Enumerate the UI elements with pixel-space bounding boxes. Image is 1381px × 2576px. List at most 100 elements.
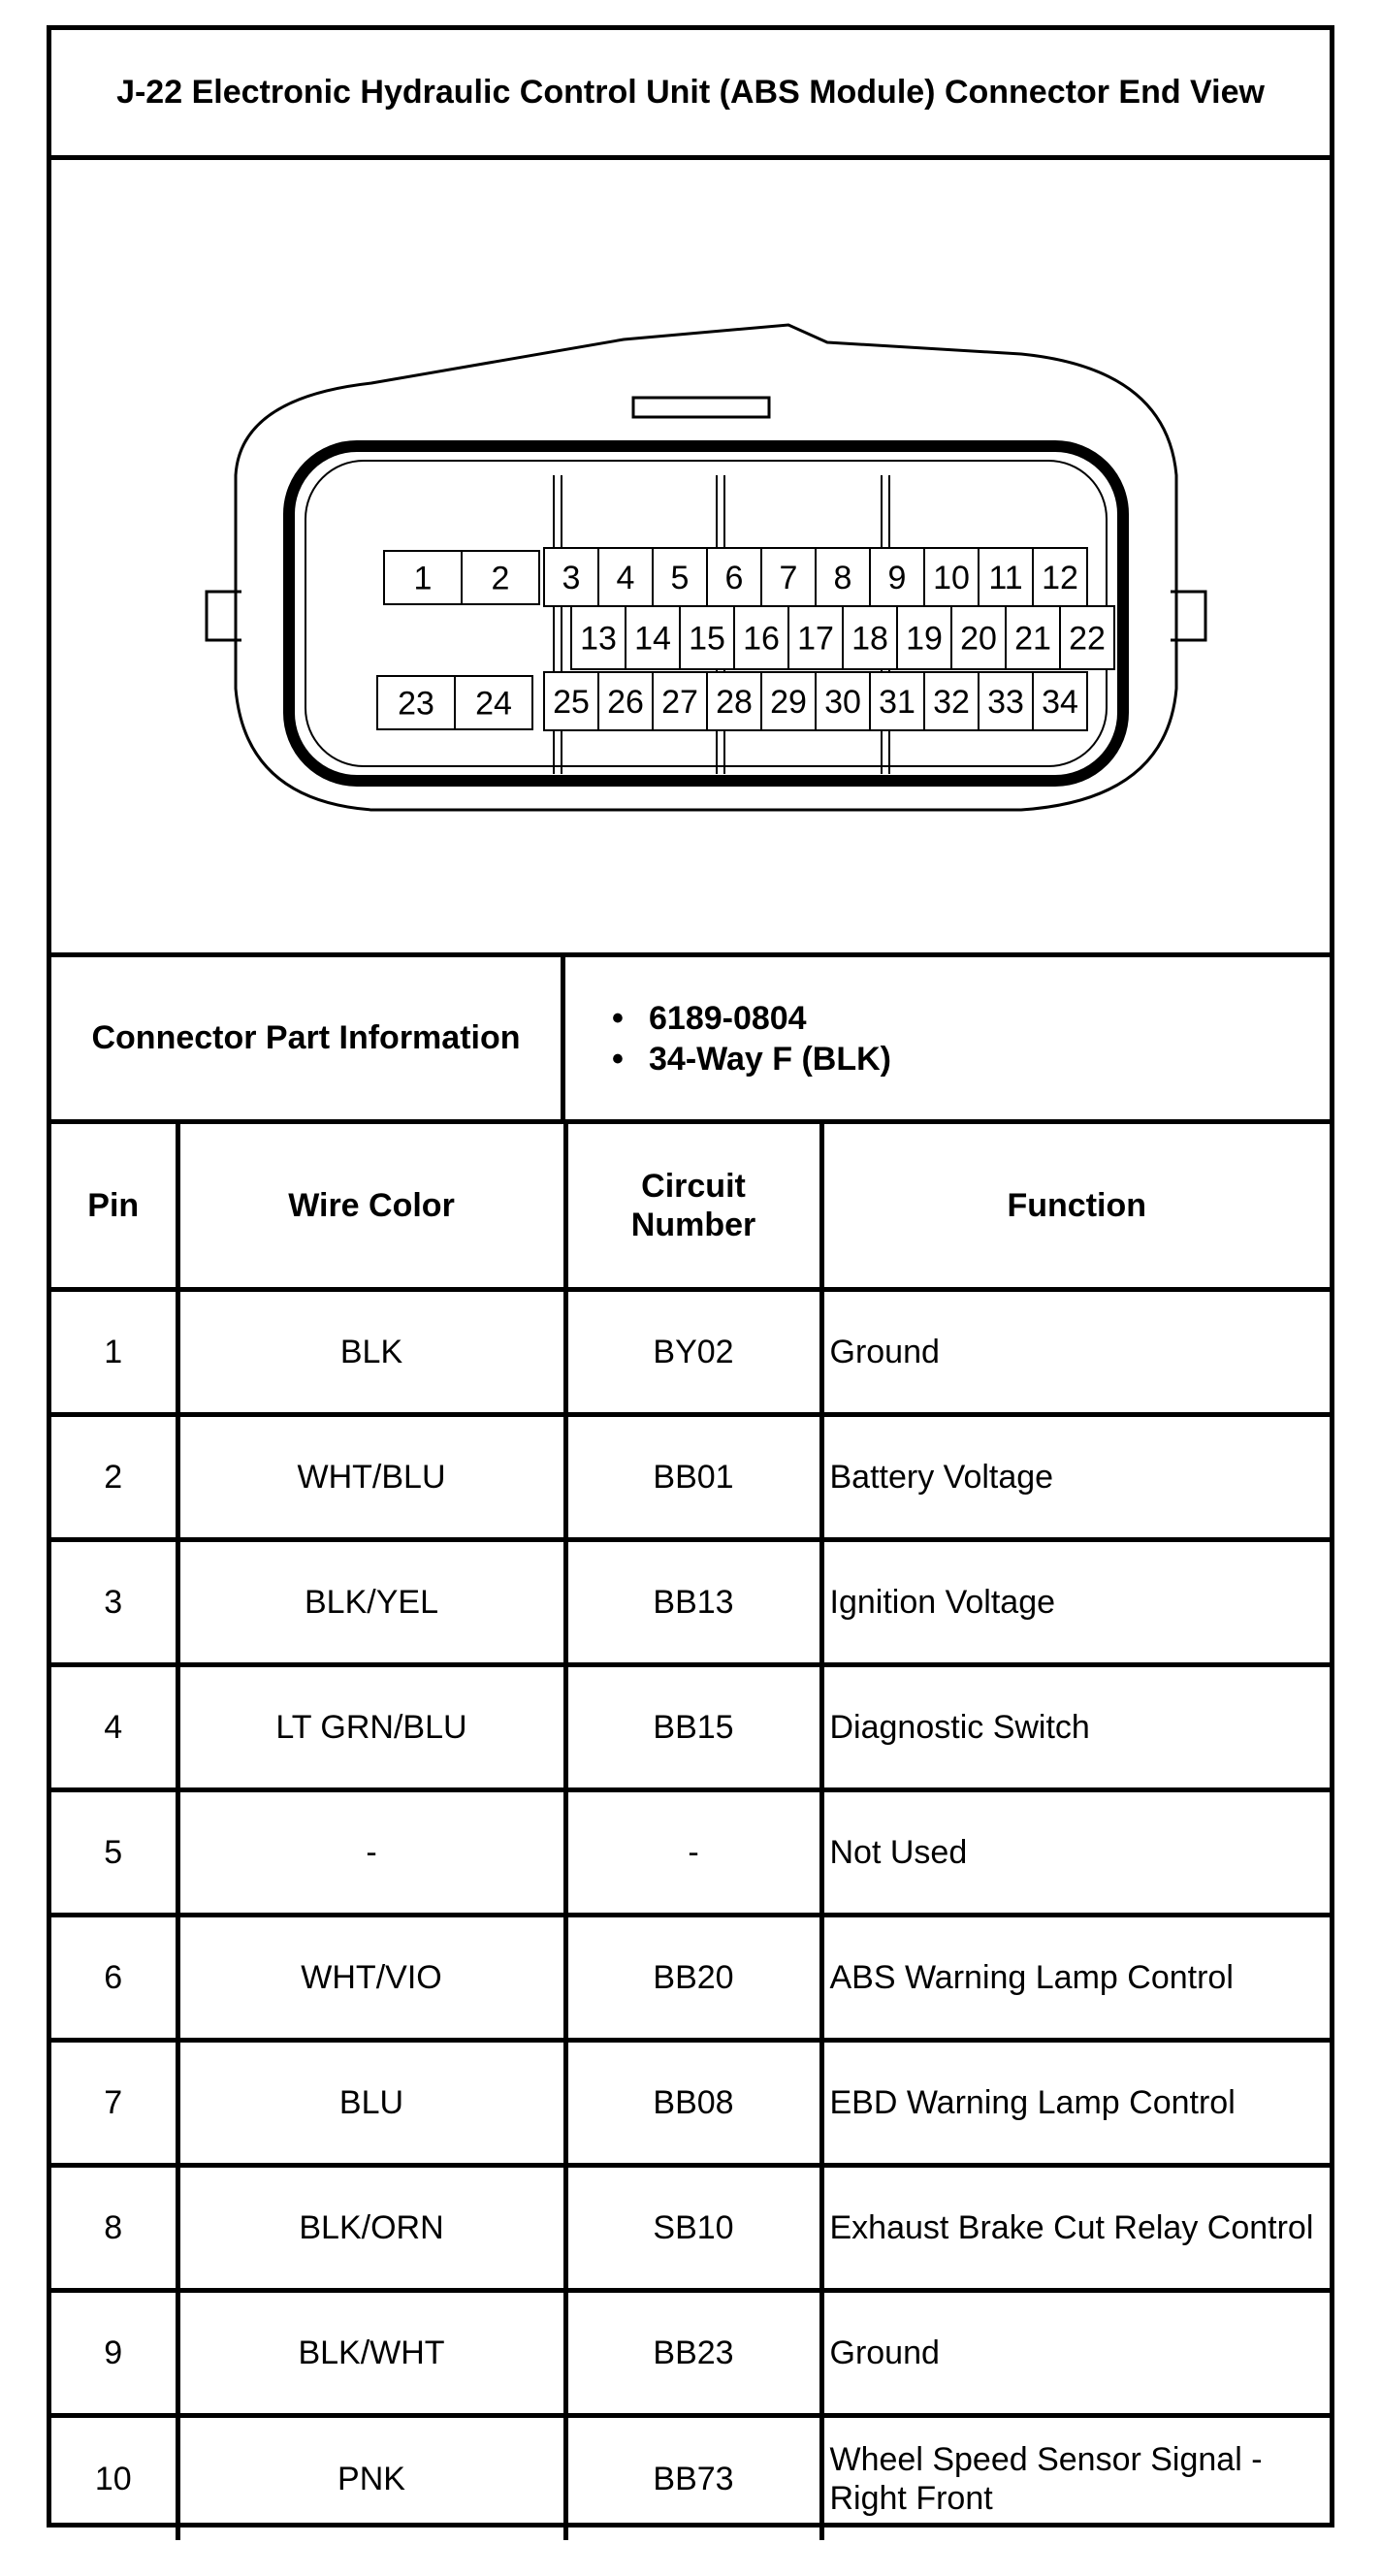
cavity-12: 12 <box>1032 547 1088 607</box>
cavity-number: 7 <box>780 560 798 596</box>
pin-cell: 2 <box>51 1411 180 1542</box>
cavity-20: 20 <box>950 605 1007 670</box>
circuit-number-cell: BB20 <box>562 1912 824 2043</box>
cavity-10: 10 <box>923 547 980 607</box>
circuit-number-cell: SB10 <box>562 2162 824 2293</box>
circuit-number-cell: BB01 <box>562 1411 824 1542</box>
connector-right-tab <box>1171 590 1207 642</box>
cavity-box <box>869 671 925 731</box>
connector-latch <box>631 396 771 419</box>
cavity-box <box>652 671 708 731</box>
connector-seal <box>283 440 1129 787</box>
cavity-34: 34 <box>1032 671 1088 731</box>
header-pin: Pin <box>51 1124 180 1292</box>
function-cell: Ignition Voltage <box>819 1536 1330 1667</box>
pin-cell: 8 <box>51 2162 180 2293</box>
pin-cell: 9 <box>51 2287 180 2418</box>
wire-color-cell: BLK/YEL <box>175 1536 568 1667</box>
cavity-box <box>597 547 654 607</box>
cavity-33: 33 <box>978 671 1034 731</box>
circuit-number-cell: BB08 <box>562 2037 824 2168</box>
circuit-number-cell: BB15 <box>562 1661 824 1792</box>
cavity-24: 24 <box>454 675 533 730</box>
cavity-number: 2 <box>492 561 510 597</box>
cavity-31: 31 <box>869 671 925 731</box>
pin-cell: 6 <box>51 1912 180 2043</box>
cavity-22: 22 <box>1059 605 1115 670</box>
cavity-number: 31 <box>879 684 915 721</box>
cavity-number: 26 <box>607 684 644 721</box>
cavity-21: 21 <box>1005 605 1061 670</box>
cavity-number: 27 <box>661 684 698 721</box>
header-function: Function <box>819 1124 1330 1292</box>
pin-cell: 7 <box>51 2037 180 2168</box>
cavity-box <box>978 547 1034 607</box>
pin-cell: 10 <box>51 2412 180 2540</box>
cavity-box <box>869 547 925 607</box>
cavity-number: 1 <box>414 561 433 597</box>
header-circuit-line1: Circuit <box>641 1167 746 1205</box>
wire-color-cell: LT GRN/BLU <box>175 1661 568 1792</box>
pinout-table: Pin Wire Color Circuit Number Function 1… <box>51 1124 1330 2540</box>
pin-cell: 3 <box>51 1536 180 1667</box>
cavity-number: 17 <box>797 621 834 658</box>
connector-housing-outline <box>234 323 1178 812</box>
wire-color-cell: PNK <box>175 2412 568 2540</box>
header-circuit-line2: Number <box>630 1206 756 1243</box>
wire-color-cell: BLU <box>175 2037 568 2168</box>
function-cell: Diagnostic Switch <box>819 1661 1330 1792</box>
cavity-7: 7 <box>760 547 817 607</box>
circuit-number-cell: BB13 <box>562 1536 824 1667</box>
connector-description: 34-Way F (BLK) <box>612 1039 1330 1079</box>
wire-color-cell: BLK/WHT <box>175 2287 568 2418</box>
cavity-number: 14 <box>634 621 671 658</box>
wire-color-cell: BLK <box>175 1286 568 1417</box>
part-info-label: Connector Part Information <box>51 957 565 1119</box>
cavity-box <box>461 550 540 605</box>
cavity-box <box>896 605 952 670</box>
cavity-number: 23 <box>398 686 434 723</box>
cavity-number: 18 <box>851 621 888 658</box>
function-cell: Ground <box>819 1286 1330 1417</box>
cavity-box <box>570 605 626 670</box>
cavity-box <box>625 605 681 670</box>
function-cell: Ground <box>819 2287 1330 2418</box>
pin-cell: 1 <box>51 1286 180 1417</box>
header-circuit-number: Circuit Number <box>562 1124 824 1292</box>
cavity-16: 16 <box>733 605 789 670</box>
cavity-box <box>978 671 1034 731</box>
cavity-15: 15 <box>679 605 735 670</box>
cavity-3: 3 <box>543 547 599 607</box>
cavity-number: 20 <box>960 621 997 658</box>
pin-cell: 5 <box>51 1787 180 1917</box>
cavity-box <box>1059 605 1115 670</box>
cavity-25: 25 <box>543 671 599 731</box>
circuit-number-cell: BB23 <box>562 2287 824 2418</box>
cavity-box <box>1032 671 1088 731</box>
cavity-5: 5 <box>652 547 708 607</box>
cavity-number: 9 <box>888 560 907 596</box>
cavity-number: 28 <box>716 684 753 721</box>
cavity-number: 22 <box>1069 621 1106 658</box>
cavity-number: 6 <box>725 560 744 596</box>
cavity-number: 24 <box>475 686 512 723</box>
function-cell: Not Used <box>819 1787 1330 1917</box>
pin-cell: 4 <box>51 1661 180 1792</box>
cavity-box <box>679 605 735 670</box>
cavity-1: 1 <box>383 550 463 605</box>
cavity-box <box>815 547 871 607</box>
cavity-box <box>842 605 898 670</box>
cavity-number: 5 <box>671 560 690 596</box>
cavity-11: 11 <box>978 547 1034 607</box>
cavity-number: 33 <box>987 684 1024 721</box>
cavity-box <box>1032 547 1088 607</box>
cavity-number: 29 <box>770 684 807 721</box>
cavity-29: 29 <box>760 671 817 731</box>
cavity-number: 11 <box>988 560 1022 596</box>
